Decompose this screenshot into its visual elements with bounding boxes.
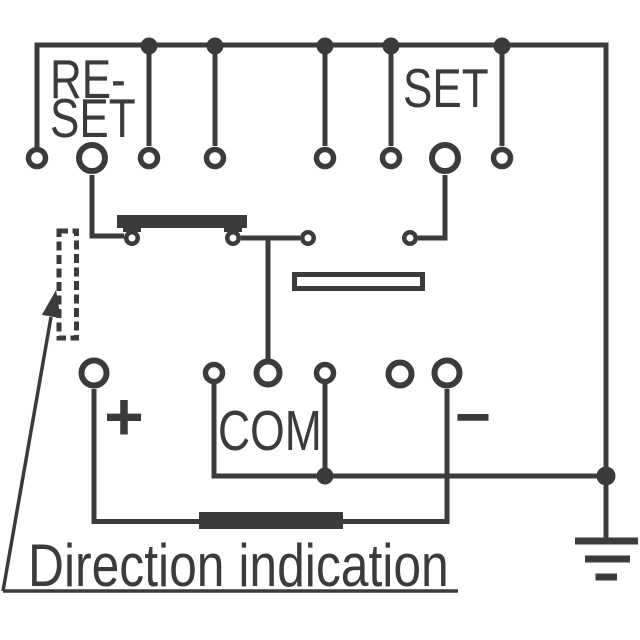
junction-dot-icon — [206, 37, 224, 55]
junction-dot-icon — [140, 37, 158, 55]
top-terminals — [25, 142, 514, 174]
direction-indicator-box — [56, 228, 79, 341]
direction-indication-label: Direction indication — [28, 532, 449, 599]
bus-terminal-stubs — [146, 45, 505, 146]
alternate-contact-bar — [292, 272, 425, 291]
moving-contact-bar — [117, 215, 247, 232]
set-contact-wire — [418, 175, 448, 241]
terminal-circle — [203, 146, 227, 170]
junction-dot-icon — [596, 466, 616, 486]
com-label: COM — [218, 399, 322, 463]
arrowhead-icon — [41, 290, 61, 319]
leader-line — [1, 316, 53, 592]
junction-dot-icon — [316, 467, 334, 485]
minus-symbol: − — [454, 382, 492, 452]
ground-icon — [575, 537, 638, 581]
contact-circle — [124, 230, 140, 246]
minus-coil-wire — [343, 389, 450, 524]
terminal-circle — [313, 146, 337, 170]
contact-points — [124, 230, 418, 246]
reset-label-line1: RE- — [50, 47, 126, 110]
set-terminal-circle — [429, 142, 461, 174]
terminal-circle — [379, 146, 403, 170]
reset-contact-wire — [89, 175, 124, 239]
terminal-circle — [137, 146, 161, 170]
bus-junction-dots — [140, 37, 511, 55]
bottom-terminals — [78, 357, 463, 389]
junction-dot-icon — [493, 37, 511, 55]
contact-circle — [402, 230, 418, 246]
plus-symbol: + — [104, 379, 144, 455]
direction-leader — [1, 290, 458, 593]
com-terminal-circle — [313, 361, 337, 385]
com-ground-bus-wire — [211, 382, 606, 479]
moving-contact-bar-foot — [224, 226, 242, 232]
com-moving-terminal-circle — [253, 358, 283, 388]
moving-contact-bar-body — [117, 215, 247, 228]
com-terminal-circle — [202, 361, 226, 385]
minus-terminal-circle — [431, 357, 463, 389]
moving-contact-bar-foot — [123, 226, 141, 232]
plus-terminal-circle — [78, 357, 110, 389]
junction-dot-icon — [382, 37, 400, 55]
contact-circle — [225, 230, 241, 246]
reset-terminal-circle — [76, 142, 108, 174]
contact-circle — [300, 230, 316, 246]
terminal-circle — [25, 146, 49, 170]
terminal-circle — [490, 146, 514, 170]
set-label: SET — [403, 56, 489, 119]
junction-dot-icon — [316, 37, 334, 55]
plus-coil-wire — [91, 389, 199, 524]
reset-label-line2: SET — [50, 86, 136, 149]
spare-terminal-circle — [385, 359, 415, 389]
coil-bar — [199, 512, 343, 529]
